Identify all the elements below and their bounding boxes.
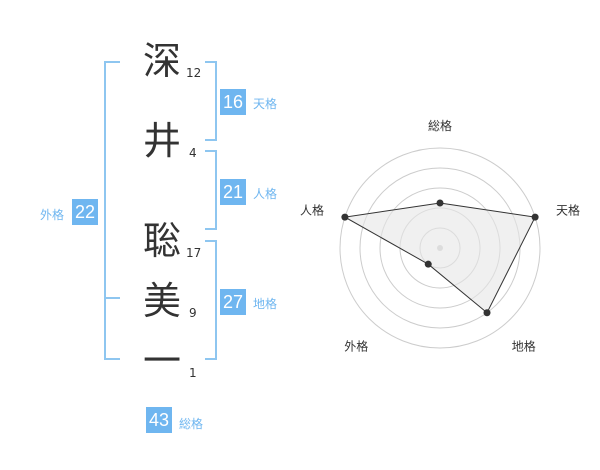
strokes-char-2: 4: [189, 146, 197, 160]
jinkaku-bracket: [205, 150, 217, 230]
gaikaku-bracket-tick: [104, 297, 120, 299]
gaikaku-label: 外格: [40, 208, 65, 222]
radar-point-2: [531, 213, 539, 221]
chikaku-bracket: [205, 240, 217, 360]
name-char-2: 井: [142, 119, 181, 163]
radar-point-3: [483, 309, 491, 317]
strokes-char-5: 1: [189, 366, 197, 380]
name-char-5: 一: [142, 339, 181, 383]
strokes-char-3: 17: [186, 246, 202, 260]
chikaku-badge: 27: [220, 289, 246, 315]
radar-ring: [399, 207, 481, 289]
strokes-char-4: 9: [189, 306, 197, 320]
name-char-4: 美: [142, 279, 181, 323]
name-char-1: 深: [142, 39, 181, 83]
soukaku-badge: 43: [146, 407, 172, 433]
radar-point-4: [424, 260, 432, 268]
radar-label-4: 外格: [344, 339, 368, 354]
tenkaku-label: 天格: [253, 97, 278, 111]
gaikaku-bracket: [104, 61, 120, 360]
gaikaku-badge: 22: [72, 199, 98, 225]
radar-points: [341, 199, 539, 317]
tenkaku-badge: 16: [220, 89, 246, 115]
radar-ring: [339, 147, 541, 349]
soukaku-label: 総格: [179, 417, 204, 431]
radar-area: [343, 202, 536, 314]
radar-point-5: [341, 213, 349, 221]
strokes-char-1: 12: [186, 66, 202, 80]
radar-label-1: 総格: [428, 118, 452, 133]
radar-label-2: 天格: [556, 202, 580, 217]
radar-ring: [359, 167, 521, 329]
radar-ring: [419, 227, 461, 269]
jinkaku-badge: 21: [220, 179, 246, 205]
radar-center: [437, 245, 443, 251]
radar-label-5: 人格: [300, 202, 324, 217]
tenkaku-bracket: [205, 61, 217, 141]
jinkaku-label: 人格: [253, 187, 278, 201]
radar-ring: [379, 187, 501, 309]
radar-point-1: [436, 199, 444, 207]
radar-label-3: 地格: [512, 339, 536, 354]
name-char-3: 聡: [142, 219, 181, 263]
chikaku-label: 地格: [253, 297, 278, 311]
radar-grid: [339, 147, 541, 349]
